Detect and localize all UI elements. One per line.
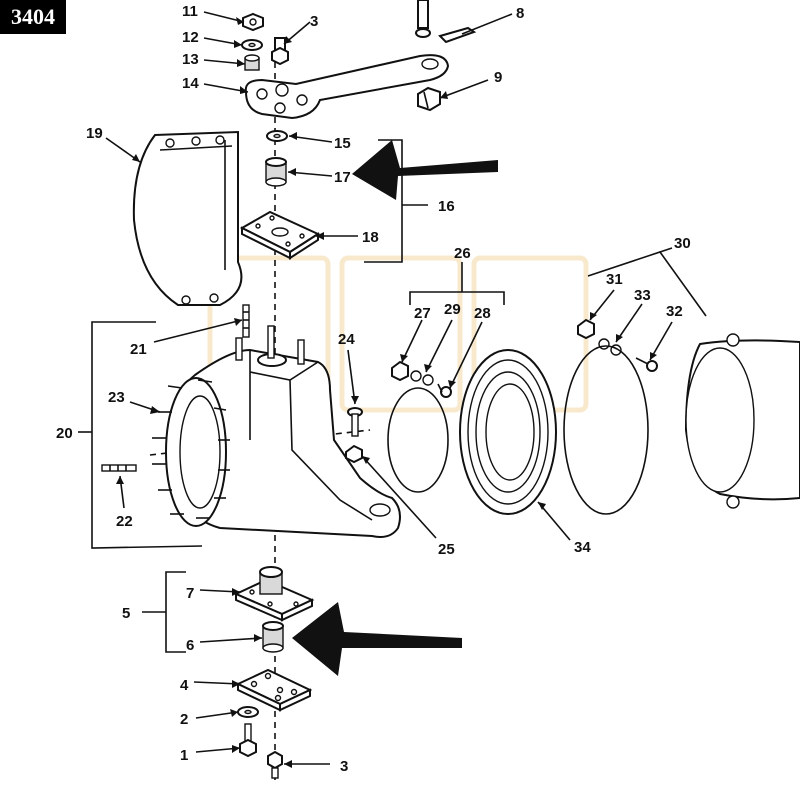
part-15-washer — [266, 130, 288, 142]
callout-31: 31 — [606, 271, 623, 288]
callout-32: 32 — [666, 303, 683, 320]
callout-16: 16 — [438, 198, 455, 215]
callout-23: 23 — [108, 389, 125, 406]
part-34-seal — [459, 349, 557, 515]
part-18-bearing-cap — [239, 210, 321, 260]
bracket-5 — [142, 571, 186, 653]
callout-13: 13 — [182, 51, 199, 68]
part-31-nut — [577, 318, 595, 340]
part-20-knuckle-housing — [152, 325, 401, 538]
callout-33: 33 — [634, 287, 651, 304]
callout-19: 19 — [86, 125, 103, 142]
callout-4: 4 — [180, 677, 189, 694]
part-32-screw — [635, 357, 658, 372]
clamp-ring-right — [563, 345, 649, 515]
callout-22: 22 — [116, 513, 133, 530]
part-19-shield — [132, 130, 243, 306]
part-1-bolt — [239, 723, 257, 758]
callout-29: 29 — [444, 301, 461, 318]
bracket-16 — [364, 139, 428, 263]
callout-14: 14 — [182, 75, 199, 92]
boot-cover — [684, 333, 800, 509]
part-2-washer — [237, 706, 259, 718]
arrow-upper — [352, 140, 498, 200]
callout-21: 21 — [130, 341, 147, 358]
part-29-clamp-ends — [410, 370, 434, 386]
leader-arrowheads — [116, 17, 657, 768]
part-13-spacer — [244, 54, 260, 71]
callout-12: 12 — [182, 29, 199, 46]
part-3-top-fitting — [271, 37, 289, 66]
callout-7: 7 — [186, 585, 194, 602]
part-7-bearing-cap — [233, 566, 315, 622]
part-25-lock-washer — [345, 444, 363, 464]
part-28-screw — [437, 383, 452, 398]
part-3-bottom-fitting — [267, 750, 283, 779]
part-22-stud — [101, 464, 137, 472]
callout-20: 20 — [56, 425, 73, 442]
clamp-ring-left — [387, 387, 449, 493]
callout-6: 6 — [186, 637, 194, 654]
part-6-bushing — [262, 621, 284, 653]
part-8-top-stud — [415, 0, 431, 38]
part-23-studs — [152, 379, 230, 519]
callout-15: 15 — [334, 135, 351, 152]
callout-26: 26 — [454, 245, 471, 262]
callout-5: 5 — [122, 605, 130, 622]
bracket-30 — [587, 247, 707, 317]
callout-24: 24 — [338, 331, 355, 348]
part-9-castle-nut — [417, 86, 441, 112]
callout-3-bottom: 3 — [340, 758, 348, 775]
part-27-nut — [391, 360, 409, 382]
callout-3-top: 3 — [310, 13, 318, 30]
callout-2: 2 — [180, 711, 188, 728]
arrow-lower — [292, 602, 462, 676]
part-12-washer — [241, 39, 263, 51]
bracket-20 — [78, 321, 203, 549]
callout-27: 27 — [414, 305, 431, 322]
part-11-nut — [242, 12, 264, 32]
part-8-cotter-pin — [438, 26, 477, 44]
callout-9: 9 — [494, 69, 502, 86]
part-24-bolt — [347, 407, 363, 437]
callout-34: 34 — [574, 539, 591, 556]
part-14-steering-arm — [244, 54, 450, 120]
callout-28: 28 — [474, 305, 491, 322]
callout-8: 8 — [516, 5, 524, 22]
part-21-dowel — [242, 304, 250, 338]
callout-17: 17 — [334, 169, 351, 186]
bracket-26 — [409, 262, 505, 305]
callout-labels: 11 3 8 12 13 14 9 19 15 17 16 18 26 30 3… — [56, 3, 691, 775]
callout-18: 18 — [362, 229, 379, 246]
callout-25: 25 — [438, 541, 455, 558]
part-17-bushing — [265, 157, 287, 187]
part-4-plate — [235, 668, 313, 712]
callout-30: 30 — [674, 235, 691, 252]
figure-id-badge: 3404 — [0, 0, 66, 34]
callout-11: 11 — [182, 3, 198, 20]
callout-1: 1 — [180, 747, 188, 764]
